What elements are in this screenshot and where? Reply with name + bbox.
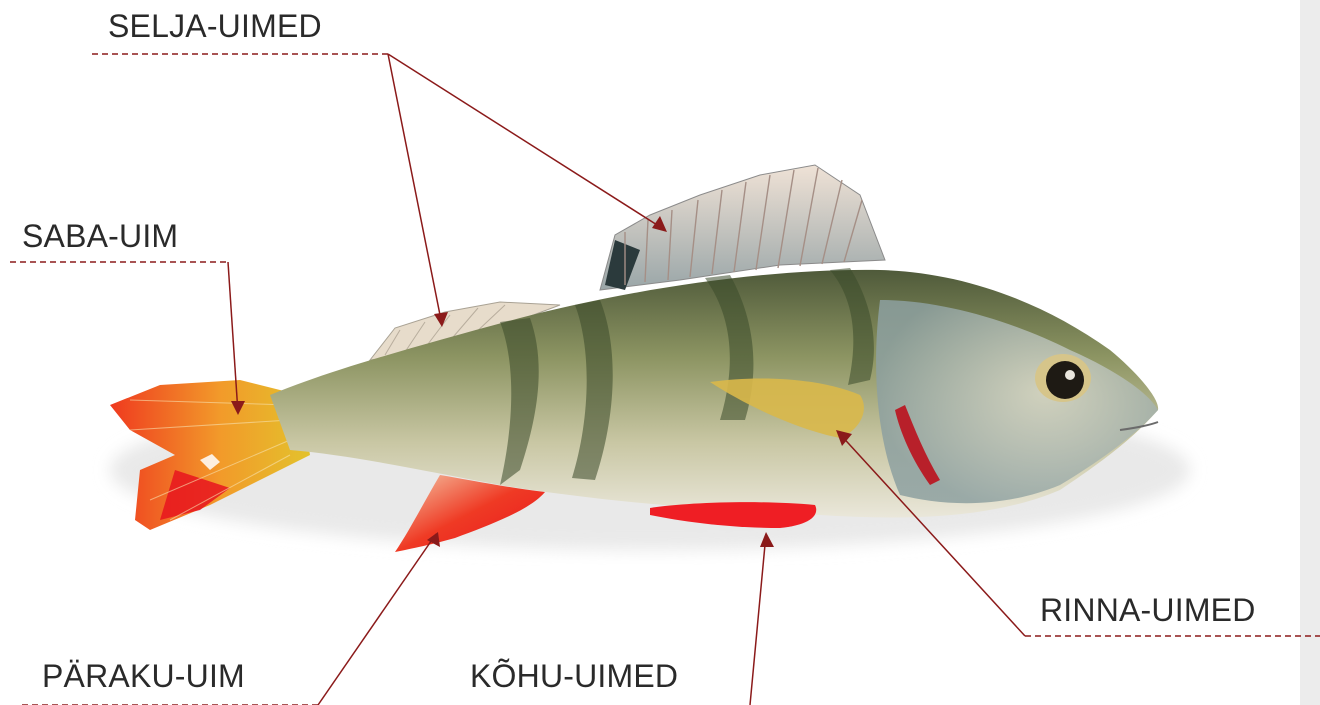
fish-eye (1035, 354, 1091, 402)
label-kohu-uimed: KÕHU-UIMED (470, 660, 678, 692)
label-saba-uim: SABA-UIM (22, 220, 178, 252)
label-paraku-uim: PÄRAKU-UIM (42, 660, 245, 692)
label-rinna-uimed: RINNA-UIMED (1040, 594, 1256, 626)
label-selja-uimed: SELJA-UIMED (108, 10, 322, 42)
